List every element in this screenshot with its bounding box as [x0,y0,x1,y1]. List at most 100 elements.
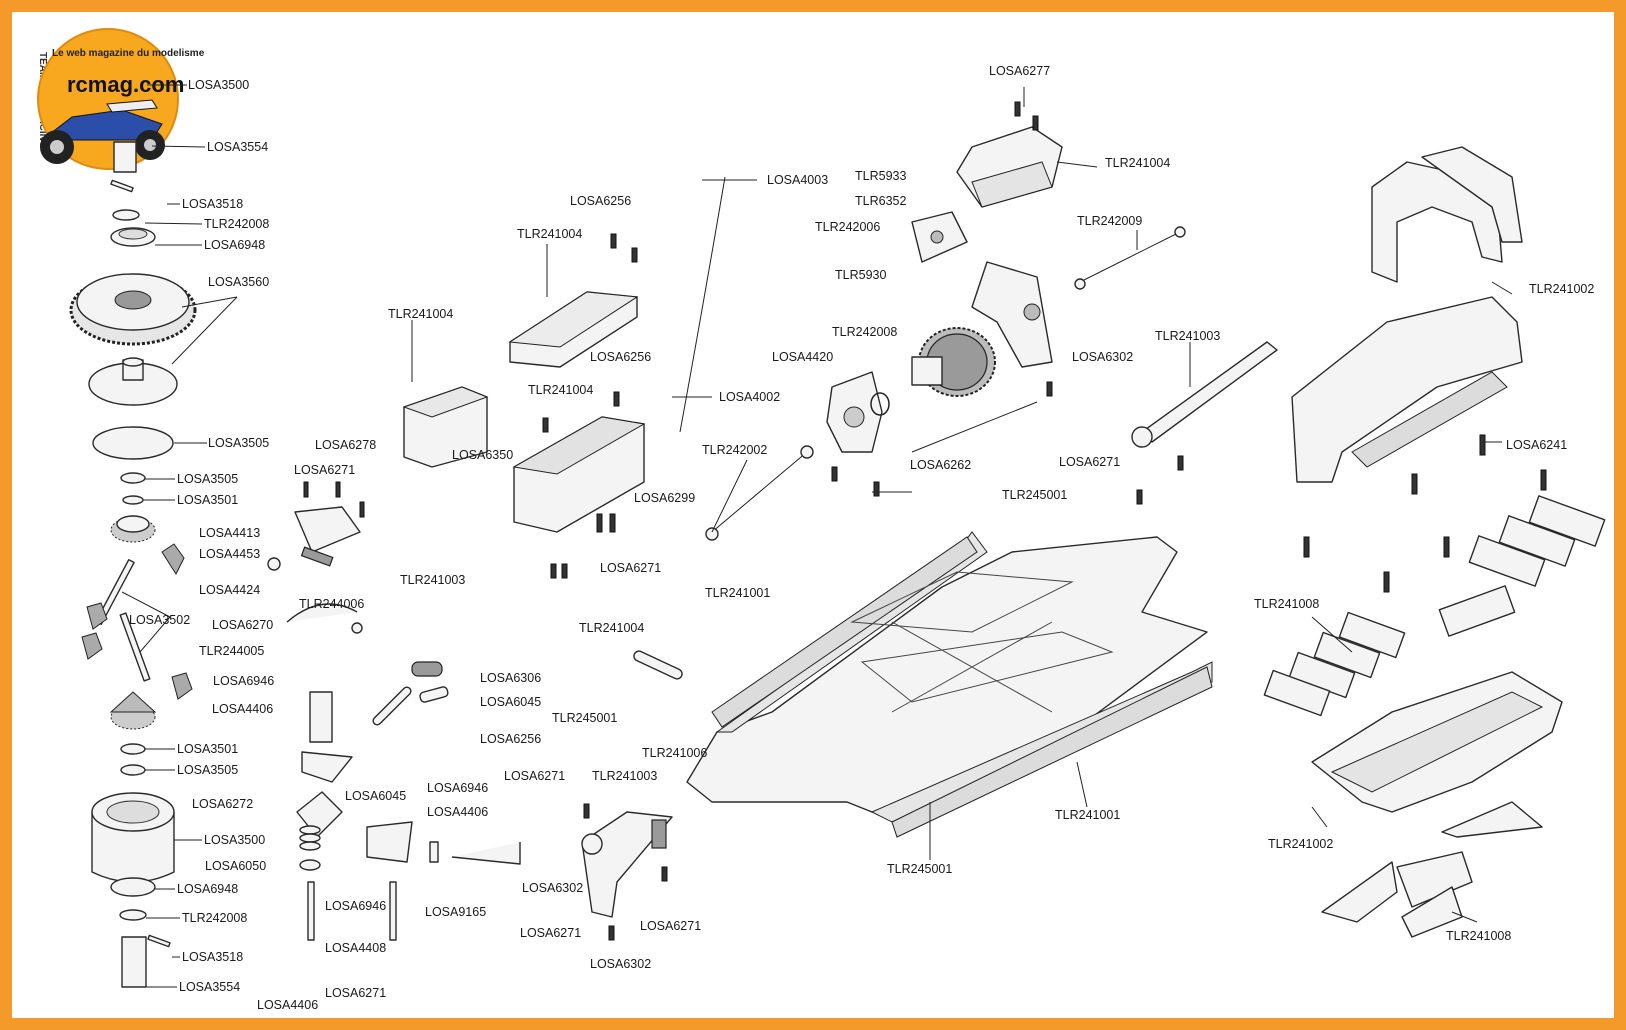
bevel-gear-top [110,515,156,543]
part-label: LOSA3505 [177,472,238,486]
part-label: LOSA6045 [345,789,406,803]
battery-strap-top [1371,146,1523,283]
part-label: LOSA6256 [570,194,631,208]
logo-buggy-icon [40,99,165,164]
part-label: LOSA3501 [177,493,238,507]
part-label: LOSA6306 [480,671,541,685]
part-label: TLR244006 [299,597,364,611]
part-label: LOSA6302 [590,957,651,971]
diagram-sheet: TEAM LOSI RACING Le web magazine du mode… [12,12,1614,1018]
part-label: LOSA3518 [182,197,243,211]
servo-mount [402,386,489,468]
part-label: TLR245001 [1002,488,1067,502]
cross-pin-2 [119,612,151,682]
part-label: TLR242009 [1077,214,1142,228]
part-label: LOSA6350 [452,448,513,462]
part-label: LOSA6299 [634,491,695,505]
part-label: LOSA4002 [719,390,780,404]
drag-link [300,546,334,567]
part-label: LOSA6948 [204,238,265,252]
part-label: LOSA6277 [989,64,1050,78]
part-label: LOSA6271 [294,463,355,477]
pin-bottom [147,934,171,948]
pin-top [110,179,134,193]
battery-strap-main [1291,296,1523,483]
side-rail-right [891,666,1213,838]
part-label: TLR241004 [528,383,593,397]
part-label: LOSA4420 [772,350,833,364]
spider-gear-3 [81,632,103,660]
part-label: TLR241003 [1155,329,1220,343]
turnbuckle [372,686,412,726]
part-label: TLR241001 [705,586,770,600]
o-ring-top [112,209,140,221]
receiver-box [512,416,646,533]
washer-1 [120,472,146,484]
part-label: TLR241001 [1055,808,1120,822]
part-label: TLR241004 [388,307,453,321]
rcmag-logo: TEAM LOSI RACING Le web magazine du mode… [37,28,205,170]
bellcrank-right [366,821,413,863]
steering-assembly [267,481,521,941]
part-label: LOSA6272 [192,797,253,811]
diff-gasket [92,426,174,460]
part-label: LOSA3554 [179,980,240,994]
part-label: LOSA4413 [199,526,260,540]
part-label: TLR5930 [835,268,886,282]
exploded-parts-diagram: TEAM LOSI RACING Le web magazine du mode… [37,28,1606,1012]
diff-housing-plate [88,357,178,406]
part-label: LOSA6271 [325,986,386,1000]
spur-gear [69,273,197,346]
shim-1 [122,495,144,505]
post-2 [389,881,397,941]
o-ring-bottom [119,909,147,921]
spider-gear-4 [171,672,193,700]
part-label: LOSA6948 [177,882,238,896]
part-label: LOSA4408 [325,941,386,955]
part-label: TLR242008 [182,911,247,925]
part-label: LOSA6302 [522,881,583,895]
post-1 [307,881,315,941]
servo-saver-nut [267,557,281,571]
antenna-tube [679,176,726,433]
part-labels: LOSA3500 LOSA3554 LOSA3518 TLR242008 LOS… [129,64,1594,1012]
part-label: TLR5933 [855,169,906,183]
diff-case [91,792,175,883]
part-label: LOSA3500 [188,78,249,92]
chassis-brace-rear [1131,341,1278,448]
diff-mount-right [971,261,1053,368]
battery-pads [1321,801,1543,938]
steering-rack [286,603,358,623]
part-label: TLR241002 [1529,282,1594,296]
spring [299,825,321,851]
part-label: LOSA6946 [325,899,386,913]
part-label: LOSA9165 [425,905,486,919]
spider-gear-2 [86,602,108,630]
part-label: TLR242002 [702,443,767,457]
part-label: TLR241008 [1446,929,1511,943]
part-label: LOSA6946 [427,781,488,795]
diff-o-ring [870,392,890,416]
hex-wrench [451,842,521,865]
logo-tagline: Le web magazine du modelisme [52,48,205,59]
bevel-gear-bottom [109,691,157,730]
diff-mount-clamp [911,211,968,263]
part-label: LOSA6270 [212,618,273,632]
part-label: LOSA4003 [767,173,828,187]
orange-frame: TEAM LOSI RACING Le web magazine du mode… [7,7,1619,1023]
part-label: LOSA3554 [207,140,268,154]
washer-2 [120,764,146,776]
part-label: LOSA6271 [600,561,661,575]
part-label: LOSA6271 [504,769,565,783]
battery-tray [1311,671,1563,813]
part-label: LOSA6050 [205,859,266,873]
brace-link [633,650,683,680]
part-label: LOSA6256 [480,732,541,746]
part-label: TLR242008 [204,217,269,231]
center-diff-stack [69,141,197,988]
diff-top-brace [956,126,1063,208]
main-chassis [686,531,1213,838]
part-label: LOSA4406 [427,805,488,819]
part-label: LOSA6278 [315,438,376,452]
part-label: TLR241006 [642,746,707,760]
